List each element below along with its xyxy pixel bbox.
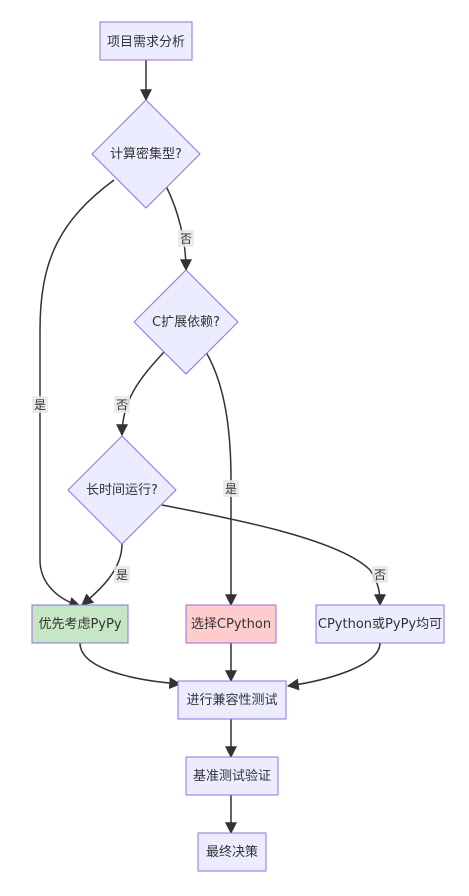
edge-label-compute-no: 否 <box>180 232 192 246</box>
edge-pypy-to-compat <box>79 642 182 690</box>
edge-compute-to-pypy <box>39 179 115 609</box>
node-either-label: CPython或PyPy均可 <box>318 617 442 632</box>
edge-cext-to-cpython <box>205 351 237 607</box>
node-benchmark[interactable]: 基准测试验证 <box>185 756 279 796</box>
edge-long-to-pypy <box>81 543 123 606</box>
edge-long-to-either <box>161 504 386 607</box>
node-analysis-label: 项目需求分析 <box>107 35 185 50</box>
edge-label-long-yes: 是 <box>116 568 128 582</box>
edges <box>39 60 386 835</box>
node-compat-test[interactable]: 进行兼容性测试 <box>177 680 287 720</box>
edge-compute-to-cext <box>165 185 192 272</box>
edge-label-long-no: 否 <box>374 568 386 582</box>
node-long-running-label: 长时间运行? <box>86 483 158 498</box>
node-long-running[interactable]: 长时间运行? <box>67 435 177 545</box>
edge-labels: 否 是 否 是 是 否 <box>32 230 388 583</box>
node-either[interactable]: CPython或PyPy均可 <box>315 604 445 644</box>
node-final[interactable]: 最终决策 <box>197 832 267 872</box>
edge-label-cext-yes: 是 <box>225 482 237 496</box>
node-choose-cpython-label: 选择CPython <box>191 617 271 632</box>
node-choose-cpython[interactable]: 选择CPython <box>185 604 277 644</box>
edge-cext-to-long <box>116 351 165 437</box>
node-compat-test-label: 进行兼容性测试 <box>186 692 277 708</box>
edge-label-cext-no: 否 <box>116 398 128 412</box>
node-prefer-pypy-label: 优先考虑PyPy <box>38 617 121 632</box>
edge-label-compute-yes: 是 <box>34 398 46 412</box>
edge-either-to-compat <box>286 642 381 691</box>
node-benchmark-label: 基准测试验证 <box>193 768 271 784</box>
node-compute-intensive[interactable]: 计算密集型? <box>91 99 201 209</box>
node-analysis[interactable]: 项目需求分析 <box>99 21 193 61</box>
node-c-extension-label: C扩展依赖? <box>152 315 220 330</box>
node-compute-intensive-label: 计算密集型? <box>110 146 182 162</box>
node-final-label: 最终决策 <box>206 844 258 860</box>
node-prefer-pypy[interactable]: 优先考虑PyPy <box>31 604 129 644</box>
node-c-extension[interactable]: C扩展依赖? <box>133 269 239 375</box>
